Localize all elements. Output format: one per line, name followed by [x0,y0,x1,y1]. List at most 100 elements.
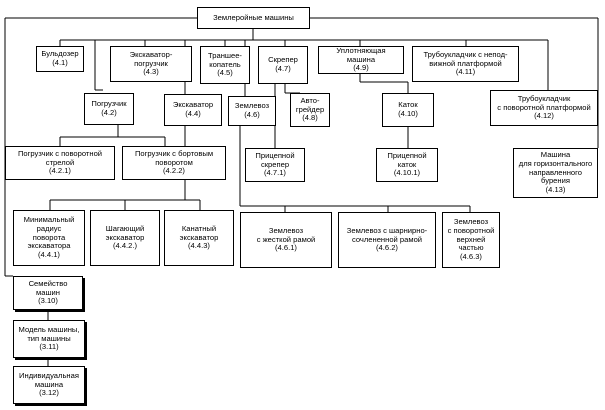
node-code: (4.9) [353,63,369,73]
node-towed-scraper: Прицепной скрепер (4.7.1) [245,148,305,182]
node-label: Каток [398,100,418,110]
node-min-swing-radius-excavator: Минимальный радиус поворота экскаватора … [13,210,85,266]
node-label: Бульдозер [41,49,79,59]
node-code: (3.10) [38,296,58,306]
node-machine-family: Семейство машин (3.10) [13,276,83,310]
node-loader-swing-boom: Погрузчик с поворотной стрелой (4.2.1) [5,146,115,180]
node-label: Машина [540,149,571,159]
node-label: Погрузчик с поворотной [17,148,103,158]
node-label: Трубоукладчик с непод- [423,49,508,59]
node-label: Погрузчик с бортовым [134,148,214,158]
node-label: Трубоукладчик [517,93,571,103]
node-label: машина [34,379,64,389]
node-label: сочлененной рамой [351,234,423,244]
node-label: бурения [541,176,570,186]
node-code: (4.12) [534,111,554,121]
node-label: машина [346,54,376,64]
node-label: поворота [32,232,66,242]
node-hdd-machine: Машина для горизонтального направленного… [513,148,598,198]
node-compaction-machine: Уплотняющая машина (4.9) [318,46,404,74]
node-label: для горизонтального [518,158,593,168]
node-code: (4.6.2) [376,243,398,253]
node-label: Траншее- [208,50,242,60]
node-articulated-dumper: Землевоз с шарнирно- сочлененной рамой (… [338,212,436,268]
node-label: радиус [36,223,62,233]
node-label: Канатный [181,223,217,233]
node-label: вижной платформой [429,58,502,68]
node-label: скрепер [260,159,290,169]
node-code: (4.6.3) [460,252,482,262]
node-label: грейдер [295,104,325,114]
node-label: Землевоз [234,101,270,111]
node-label: Модель машины, [18,324,80,334]
node-bulldozer: Бульдозер (4.1) [36,46,84,72]
node-label: Погрузчик [91,99,127,109]
node-scraper: Скрепер (4.7) [258,46,308,84]
node-code: (4.10) [398,109,418,118]
node-code: (4.3) [143,67,159,77]
node-label: Землевоз [453,216,489,226]
node-code: (4.7.1) [264,168,286,178]
node-code: (4.4.1) [38,250,60,260]
node-trencher: Траншее- копатель (4.5) [200,46,250,84]
node-pipelayer-revolving: Трубоукладчик с поворотной платформой (4… [490,90,598,126]
node-code: (4.2.1) [49,166,71,176]
node-label: Землеройные машины [213,12,294,22]
node-label: частью [458,243,484,253]
node-code: (4.13) [545,185,566,195]
node-label: Шагающий [105,223,145,233]
node-label: Прицепной [387,150,427,160]
node-walking-excavator: Шагающий экскаватор (4.4.2.) [90,210,160,266]
node-label: Индивидуальная [19,370,79,380]
node-label: Скрепер [268,55,298,65]
node-rigid-frame-dumper: Землевоз с жесткой рамой (4.6.1) [240,212,332,268]
node-label: Уплотняющая [336,45,386,55]
node-code: (4.7) [275,64,291,73]
node-grader: Авто- грейдер (4.8) [290,93,330,127]
node-label: Прицепной [255,150,295,160]
node-code: (4.11) [455,67,476,77]
node-code: (4.4) [185,109,201,118]
node-code: (4.2) [101,108,117,117]
node-label: Авто- [300,95,320,105]
node-label: экскаватор [105,232,145,242]
node-individual-machine: Индивидуальная машина (3.12) [13,366,85,404]
node-label: верхней [456,234,486,244]
node-label: поворотом [155,157,193,167]
node-label: Экскаватор [172,100,214,110]
node-code: (4.10.1) [393,168,421,178]
node-pipelayer-fixed: Трубоукладчик с непод- вижной платформой… [412,46,519,82]
node-label: машин [36,287,60,297]
node-backhoe-loader: Экскаватор- погрузчик (4.3) [110,46,192,82]
node-label: копатель [209,59,241,69]
node-label: Экскаватор- [129,49,173,59]
node-label: Землевоз с шарнирно- [346,225,428,235]
node-label: экскаватора [27,241,71,251]
node-code: (4.4.2.) [112,241,138,251]
node-label: с поворотной платформой [497,102,591,112]
node-label: каток [397,159,417,169]
node-code: (4.6) [244,110,260,119]
node-roller: Каток (4.10) [382,93,434,127]
node-label: с поворотной [447,225,495,235]
node-code: (4.1) [52,58,68,67]
node-earth-moving-machinery: Землеройные машины [197,7,310,29]
node-label: Минимальный [23,214,75,224]
node-excavator: Экскаватор (4.4) [164,94,222,126]
node-loader: Погрузчик (4.2) [84,93,134,125]
node-code: (3.12) [39,388,59,398]
node-label: экскаватор [179,232,219,242]
node-code: (4.5) [217,68,233,78]
node-label: Семейство [28,278,68,288]
node-code: (4.2.2) [163,166,185,176]
node-swing-dumper: Землевоз с поворотной верхней частью (4.… [442,212,500,268]
node-loader-skid-steer: Погрузчик с бортовым поворотом (4.2.2) [122,146,226,180]
node-dumper: Землевоз (4.6) [228,96,276,126]
node-code: (4.4.3) [188,241,210,251]
node-code: (3.11) [39,342,59,352]
node-code: (4.6.1) [275,243,297,253]
node-cable-excavator: Канатный экскаватор (4.4.3) [164,210,234,266]
node-label: стрелой [45,157,75,167]
node-machine-model: Модель машины, тип машины (3.11) [13,320,85,358]
